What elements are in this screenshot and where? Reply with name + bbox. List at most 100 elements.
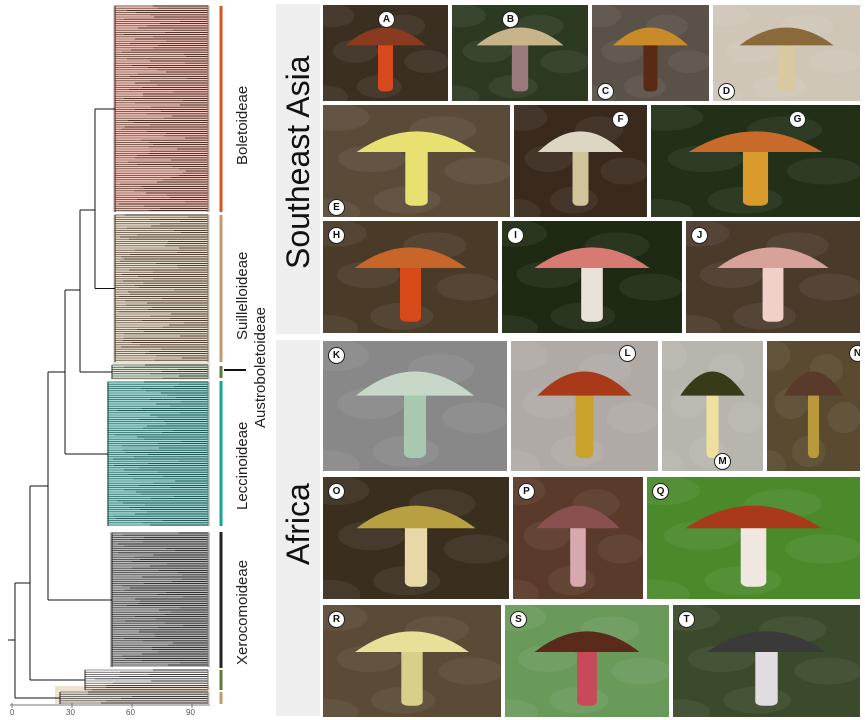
mushroom-cap bbox=[534, 247, 650, 269]
mushroom-stem bbox=[400, 263, 421, 322]
mushroom-cap bbox=[613, 27, 688, 46]
axis-tick-label: 30 bbox=[66, 708, 75, 717]
mushroom-illustration bbox=[673, 605, 860, 717]
clade-label-suillelloideae: Suillelloideae bbox=[234, 251, 251, 340]
mushroom-cap bbox=[356, 505, 476, 529]
panel-letter-badge: M bbox=[714, 453, 731, 470]
mushroom-stem bbox=[807, 390, 820, 458]
background-texture bbox=[443, 534, 509, 564]
background-texture bbox=[505, 699, 538, 717]
mushroom-cap bbox=[680, 371, 745, 396]
mushroom-illustration bbox=[452, 5, 588, 101]
axis-tick-label: 60 bbox=[126, 708, 135, 717]
panel-letter-badge: O bbox=[328, 483, 345, 500]
mushroom-illustration bbox=[514, 105, 647, 217]
background-texture bbox=[597, 534, 643, 564]
photo-panel: K bbox=[322, 340, 508, 472]
panel-letter-badge: R bbox=[328, 611, 345, 628]
background-texture bbox=[611, 657, 669, 685]
photo-panel: E bbox=[322, 104, 511, 218]
background-texture bbox=[404, 50, 448, 74]
background-texture bbox=[540, 50, 588, 74]
photo-panel: I bbox=[501, 220, 683, 334]
background-texture bbox=[713, 5, 750, 28]
mushroom-illustration bbox=[505, 605, 669, 717]
mushroom-stem bbox=[740, 523, 767, 587]
background-texture bbox=[662, 450, 683, 471]
mushroom-illustration bbox=[502, 221, 682, 333]
mushroom-cap bbox=[355, 631, 469, 653]
background-texture bbox=[436, 273, 498, 301]
panel-letter-badge: H bbox=[328, 227, 345, 244]
mushroom-illustration bbox=[323, 605, 501, 717]
region-label-africa: Africa bbox=[280, 483, 316, 565]
background-texture bbox=[808, 50, 860, 74]
mushroom-illustration bbox=[323, 477, 509, 599]
background-texture bbox=[337, 261, 400, 289]
mushroom-stem bbox=[762, 263, 784, 322]
panel-letter-badge: B bbox=[502, 11, 519, 28]
background-texture bbox=[606, 402, 658, 434]
mushroom-cap bbox=[354, 247, 467, 269]
tree-leaves bbox=[60, 5, 208, 704]
mushroom-stem bbox=[570, 523, 586, 587]
panel-letter-badge: N bbox=[849, 345, 860, 362]
background-texture bbox=[600, 157, 647, 185]
mushroom-stem bbox=[581, 263, 603, 322]
background-texture bbox=[767, 341, 791, 371]
panel-letter-badge: K bbox=[328, 347, 345, 364]
mushroom-stem bbox=[378, 41, 393, 92]
mushroom-cap bbox=[356, 371, 474, 396]
photo-panel: P bbox=[512, 476, 644, 600]
mushroom-cap bbox=[534, 631, 640, 653]
mushroom-illustration bbox=[323, 341, 507, 471]
clade-label-austroboletoideae: Austroboletoideae bbox=[252, 307, 269, 428]
photo-panel: M bbox=[661, 340, 764, 472]
photo-panel: C bbox=[591, 4, 710, 102]
panel-letter-badge: Q bbox=[652, 483, 669, 500]
mushroom-stem bbox=[755, 647, 778, 706]
clade-shade-boletoideae bbox=[113, 5, 210, 212]
mushroom-illustration bbox=[511, 341, 658, 471]
photo-panel: D bbox=[712, 4, 861, 102]
panel-letter-badge: F bbox=[612, 111, 629, 128]
background-texture bbox=[337, 645, 402, 673]
mushroom-illustration bbox=[651, 105, 860, 217]
axis-tick-label: 90 bbox=[186, 708, 195, 717]
mushroom-cap bbox=[706, 631, 827, 653]
background-texture bbox=[337, 145, 406, 173]
background-texture bbox=[667, 145, 743, 173]
background-texture bbox=[518, 645, 578, 673]
photo-panel: Q bbox=[646, 476, 861, 600]
photo-panel: A bbox=[322, 4, 449, 102]
mushroom-cap bbox=[783, 371, 844, 396]
mushroom-illustration bbox=[323, 221, 498, 333]
background-texture bbox=[514, 105, 548, 131]
background-texture bbox=[827, 402, 860, 434]
mushroom-illustration bbox=[662, 341, 763, 471]
phylogenetic-tree bbox=[8, 5, 246, 708]
mushroom-stem bbox=[401, 647, 423, 706]
mushroom-stem bbox=[575, 390, 594, 458]
mushroom-cap bbox=[685, 505, 822, 529]
mushroom-illustration bbox=[767, 341, 860, 471]
background-texture bbox=[651, 105, 704, 131]
background-texture bbox=[592, 5, 622, 28]
tree-backbone bbox=[8, 6, 209, 704]
background-texture bbox=[619, 273, 682, 301]
mushroom-cap bbox=[688, 131, 823, 153]
background-texture bbox=[442, 402, 507, 434]
background-texture bbox=[524, 145, 573, 173]
mushroom-cap bbox=[537, 371, 632, 396]
mushroom-stem bbox=[577, 647, 597, 706]
photo-panel: F bbox=[513, 104, 648, 218]
photo-panel: S bbox=[504, 604, 670, 718]
background-texture bbox=[511, 341, 548, 371]
background-texture bbox=[323, 579, 361, 599]
background-texture bbox=[444, 157, 510, 185]
panel-letter-badge: E bbox=[328, 199, 345, 216]
panel-letter-badge: A bbox=[378, 11, 395, 28]
background-texture bbox=[767, 450, 786, 471]
background-texture bbox=[673, 699, 711, 717]
panel-letter-badge: C bbox=[597, 83, 614, 100]
